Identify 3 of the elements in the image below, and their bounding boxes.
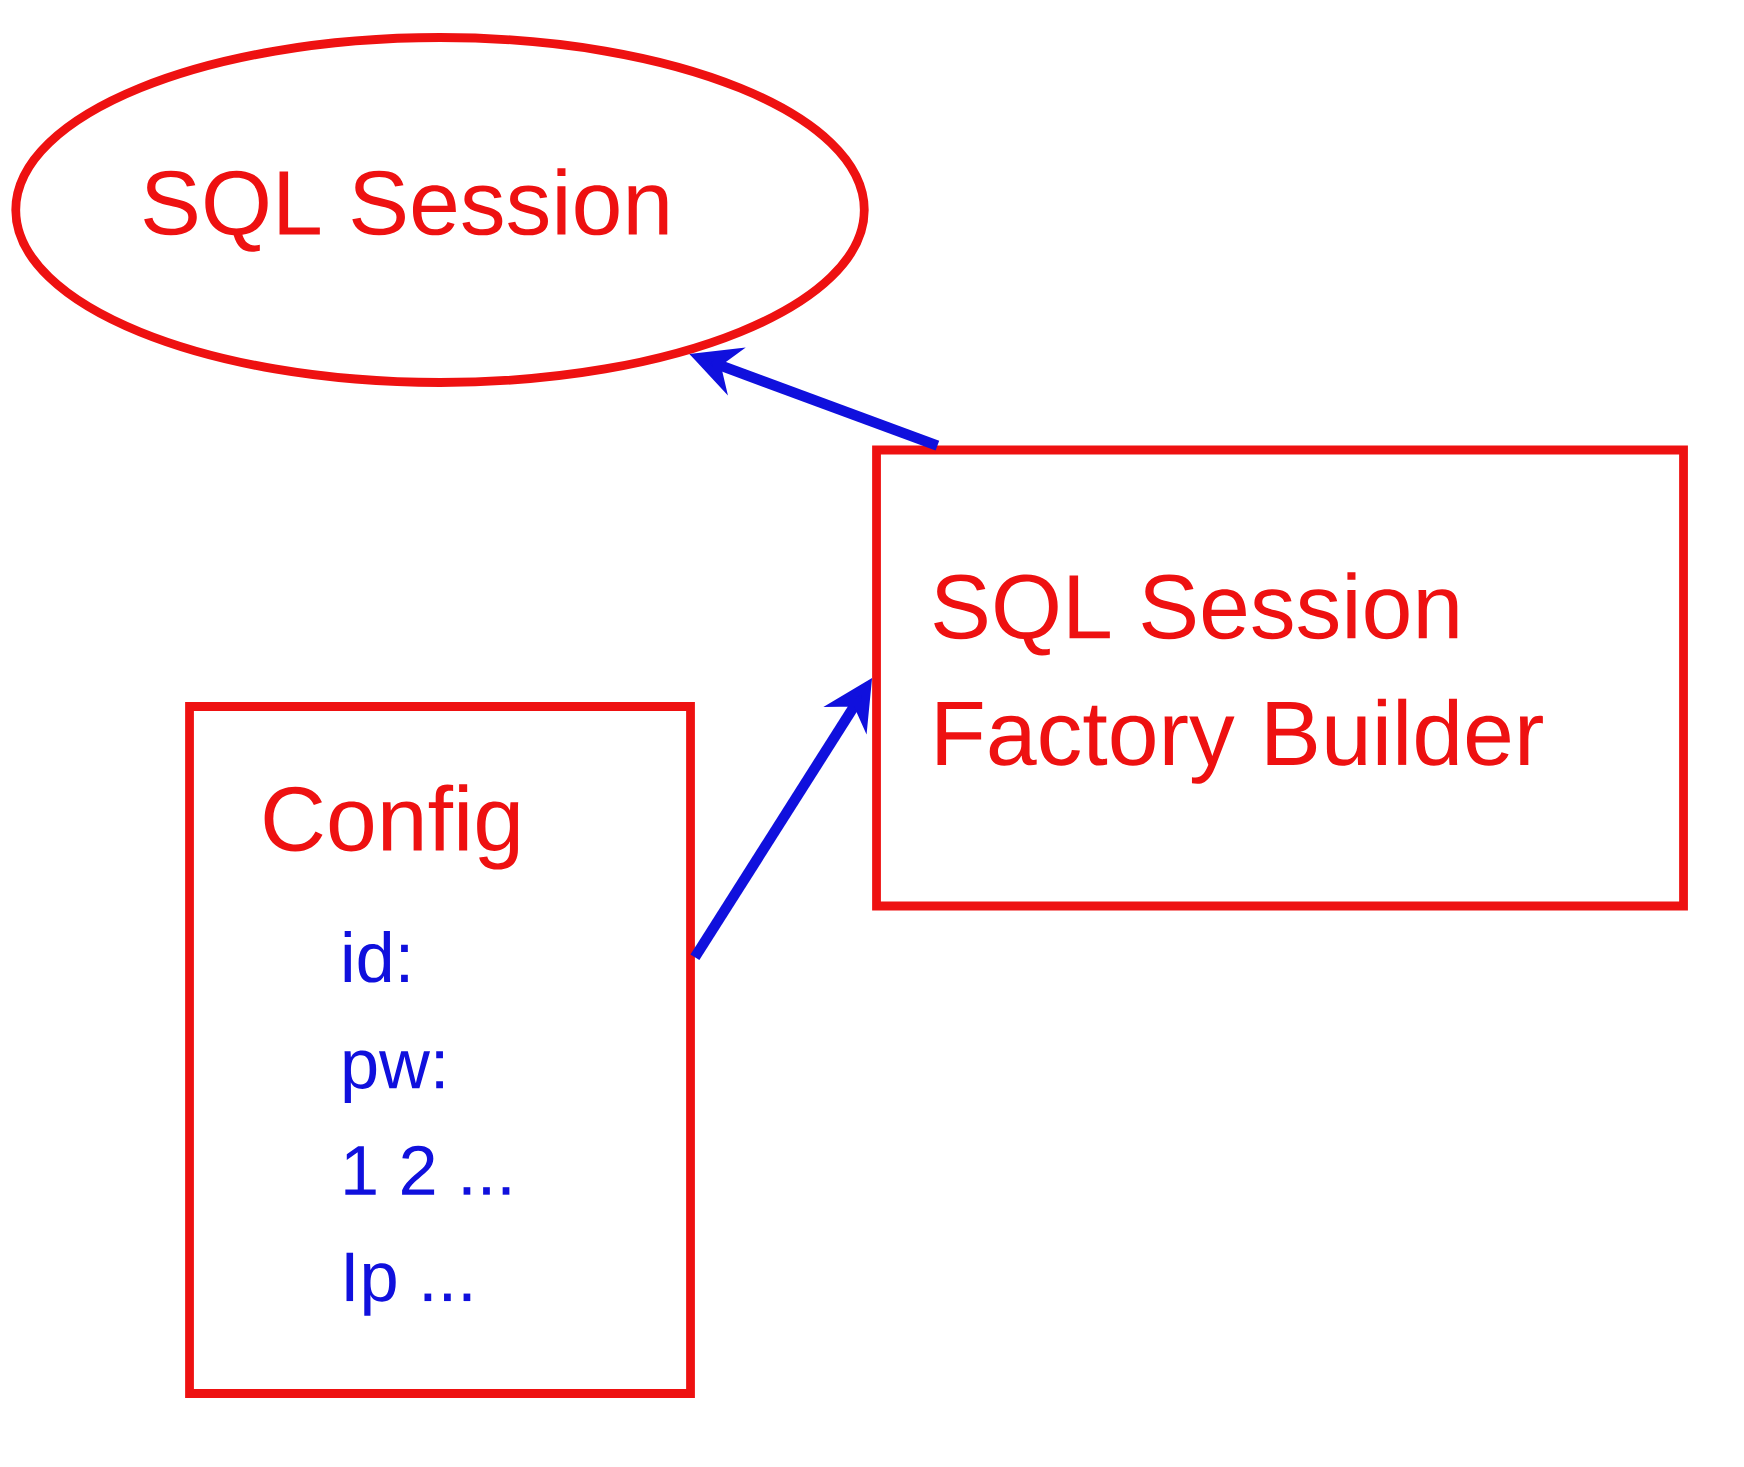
- process-box: SQL Session Factory Builder: [872, 445, 1688, 911]
- ellipse-node: SQL Session: [11, 33, 869, 387]
- process-box: Config id: pw: 1 2 ... Ip ...: [185, 702, 695, 1398]
